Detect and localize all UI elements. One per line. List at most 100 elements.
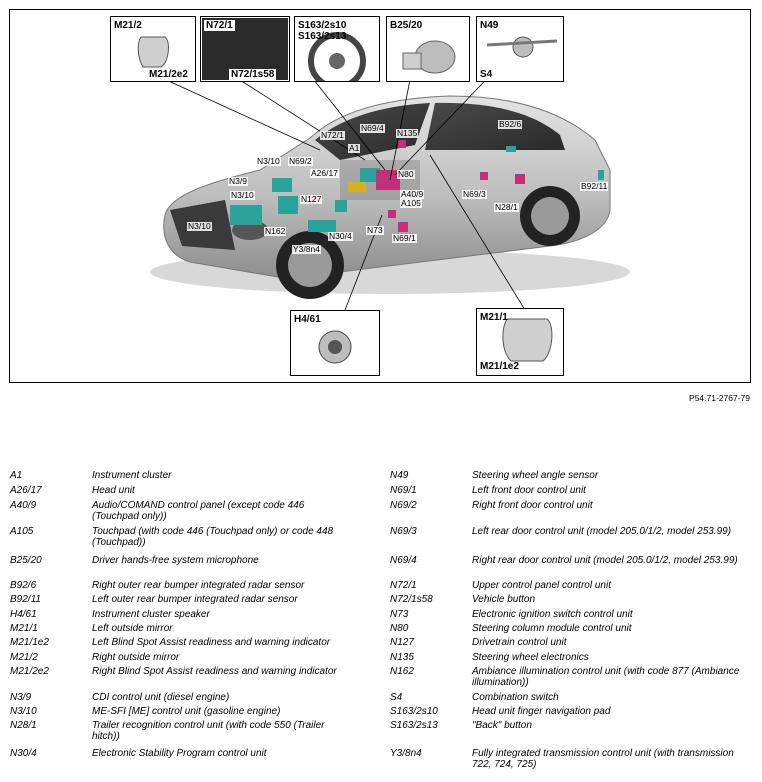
legend-code: N28/1	[10, 720, 37, 731]
legend-description: Combination switch	[472, 692, 559, 703]
speaker-icon	[318, 330, 352, 364]
legend-description: Driver hands-free system microphone	[92, 555, 259, 566]
microphone-icon	[402, 40, 456, 74]
legend-description: ME-SFI [ME] control unit (gasoline engin…	[92, 706, 281, 717]
callout-label: M21/1	[480, 312, 508, 323]
callout-steering-wheel: S163/2s10 S163/2s13	[294, 16, 380, 82]
legend-code: N135	[390, 652, 414, 663]
legend-code: A1	[10, 470, 23, 481]
component-label: N30/4	[328, 231, 353, 241]
legend-description: Right front door control unit	[472, 500, 593, 511]
legend-description: Head unit	[92, 485, 135, 496]
legend-description: Upper control panel control unit	[472, 580, 611, 591]
legend-code: N72/1	[390, 580, 417, 591]
legend-code: N69/3	[390, 526, 417, 537]
component-label: N3/9	[228, 176, 248, 186]
component-label: N3/10	[230, 190, 255, 200]
legend-code: S163/2s10	[390, 706, 438, 717]
legend-description: "Back" button	[472, 720, 532, 731]
legend-description: Left front door control unit	[472, 485, 586, 496]
callout-cluster-speaker: H4/61	[290, 310, 380, 376]
callout-label: H4/61	[294, 314, 321, 325]
legend-description: Left Blind Spot Assist readiness and war…	[92, 637, 331, 648]
legend-description: Vehicle button	[472, 594, 536, 605]
legend-code: M21/1e2	[10, 637, 49, 648]
callout-label: M21/1e2	[480, 361, 519, 372]
callout-microphone: B25/20	[386, 16, 470, 82]
legend-description: Audio/COMAND control panel (except code …	[92, 500, 305, 522]
callout-label: M21/2e2	[149, 69, 188, 80]
legend-code: B92/6	[10, 580, 37, 591]
component-label: B92/6	[498, 119, 523, 129]
legend-code: N69/2	[390, 500, 417, 511]
component-label: Y3/8n4	[292, 244, 321, 254]
legend-description: CDI control unit (diesel engine)	[92, 692, 230, 703]
legend-description: Left rear door control unit (model 205.0…	[472, 526, 732, 537]
callout-label: N49	[480, 20, 499, 31]
callout-upper-control-panel: N72/1 N72/1s58	[200, 16, 290, 82]
legend-code: Y3/8n4	[390, 748, 422, 759]
legend-description: Head unit finger navigation pad	[472, 706, 611, 717]
component-label: A1	[348, 143, 361, 153]
legend-code: B25/20	[10, 555, 42, 566]
legend-code: A26/17	[10, 485, 42, 496]
mirror-icon	[502, 318, 553, 362]
component-label: A26/17	[310, 168, 339, 178]
callout-label: N72/1	[204, 20, 235, 31]
component-label: N72/1	[320, 130, 345, 140]
legend-code: A40/9	[10, 500, 37, 511]
legend-description: Right outer rear bumper integrated radar…	[92, 580, 305, 591]
component-label: N135	[396, 128, 419, 138]
component-label: N80	[397, 169, 415, 179]
legend-description: Left outside mirror	[92, 623, 173, 634]
legend-code: N73	[390, 609, 409, 620]
mirror-icon	[137, 36, 169, 68]
component-label: N127	[300, 194, 323, 204]
component-label: N69/4	[360, 123, 385, 133]
legend-code: N30/4	[10, 748, 37, 759]
legend-description: Instrument cluster	[92, 470, 172, 481]
callout-label: S163/2s10	[298, 20, 347, 31]
callout-label: M21/2	[114, 20, 142, 31]
legend-code: N72/1s58	[390, 594, 433, 605]
legend-code: N127	[390, 637, 414, 648]
callout-label: S163/2s13	[298, 31, 347, 42]
callout-label: N72/1s58	[229, 69, 277, 80]
legend-code: N162	[390, 666, 414, 677]
legend-code: B92/11	[10, 594, 41, 605]
component-label: N3/10	[187, 221, 212, 231]
legend-description: Steering column module control unit	[472, 623, 632, 634]
legend-description: Drivetrain control unit	[472, 637, 567, 648]
legend-description: Right rear door control unit (model 205.…	[472, 555, 738, 566]
legend-code: S163/2s13	[390, 720, 438, 731]
combination-switch-icon	[486, 36, 558, 58]
component-label: N162	[264, 226, 287, 236]
component-label: N69/3	[462, 189, 487, 199]
component-location-figure: M21/2 M21/2e2 N72/1 N72/1s58 S163/2s10 S…	[9, 9, 751, 383]
legend-code: A105	[10, 526, 34, 537]
legend-description: Right outside mirror	[92, 652, 180, 663]
legend-code: H4/61	[10, 609, 37, 620]
callout-steering-angle-sensor: N49 S4	[476, 16, 564, 82]
steering-wheel-icon	[308, 32, 366, 81]
legend-description: Touchpad (with code 446 (Touchpad only) …	[92, 526, 334, 548]
legend-description: Steering wheel electronics	[472, 652, 589, 663]
callout-right-mirror: M21/2 M21/2e2	[110, 16, 196, 82]
legend-description: Instrument cluster speaker	[92, 609, 210, 620]
legend-code: M21/2	[10, 652, 38, 663]
legend-description: Trailer recognition control unit (with c…	[92, 720, 325, 742]
component-label: N3/10	[256, 156, 281, 166]
legend-code: N49	[390, 470, 409, 481]
component-label: A40/9	[400, 189, 425, 199]
component-label: A105	[400, 198, 422, 208]
component-label: B92/11	[580, 181, 609, 191]
legend-description: Electronic ignition switch control unit	[472, 609, 633, 620]
legend-code: M21/2e2	[10, 666, 49, 677]
callout-left-mirror: M21/1 M21/1e2	[476, 308, 564, 376]
callout-label: S4	[480, 69, 493, 80]
legend-code: M21/1	[10, 623, 38, 634]
component-label: N28/1	[494, 202, 519, 212]
legend-code: N3/10	[10, 706, 37, 717]
